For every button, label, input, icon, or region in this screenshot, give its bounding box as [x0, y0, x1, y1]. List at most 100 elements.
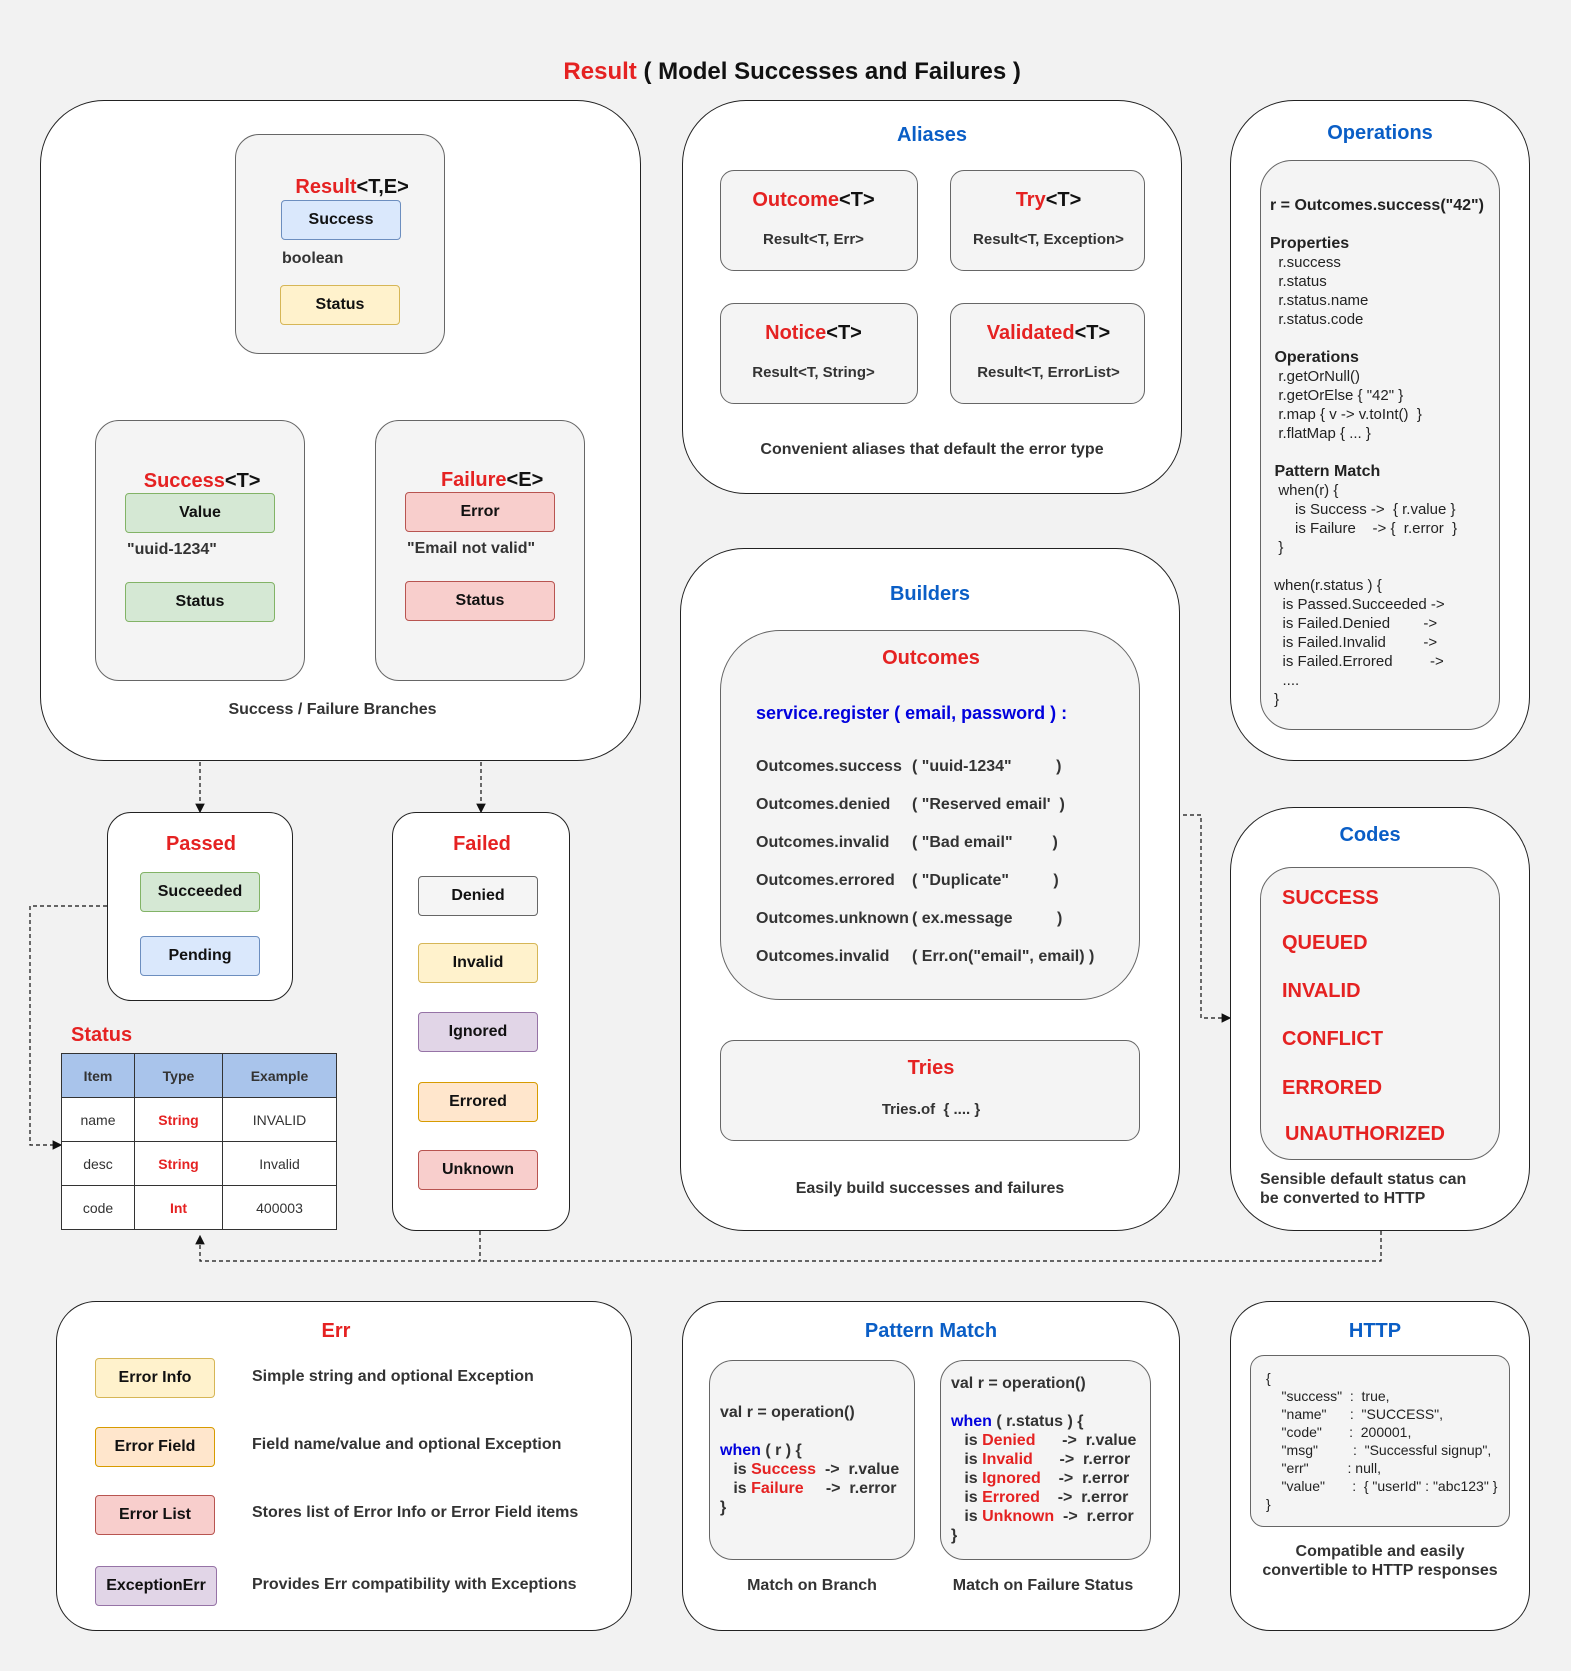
codes-to-status-table [480, 1231, 1382, 1262]
outcomes-call-fn: Outcomes.denied [756, 796, 891, 813]
match-case-prefix: is [720, 1461, 752, 1478]
outcomes-call-fn: Outcomes.invalid [756, 948, 890, 965]
err-title: Err [321, 1320, 351, 1342]
match-case: is Failure -> r.error [720, 1479, 899, 1498]
passed-title: Passed [165, 833, 237, 855]
operations-code-line: Pattern Match [1270, 463, 1381, 480]
table-row: name String INVALID [61, 1097, 337, 1142]
operations-code-line: when(r) { [1270, 482, 1339, 499]
alias-validated-box: Validated<T> Result<T, ErrorList> [950, 303, 1145, 404]
http-json-line: "code" : 200001, [1266, 1424, 1412, 1440]
match-case: is Ignored -> r.error [951, 1469, 1136, 1488]
tries-box: Tries Tries.of { .... } [720, 1040, 1140, 1141]
outcomes-call-arg: ( ex.message ) [912, 910, 1063, 927]
codes-caption-2: be converted to HTTP [1260, 1190, 1426, 1207]
match-when-subject: ( r ) { [760, 1442, 802, 1459]
match-case: is Errored -> r.error [951, 1488, 1136, 1507]
http-json-line: "err" : null, [1266, 1460, 1381, 1476]
match-case-result: -> r.error [1039, 1489, 1129, 1506]
match-branch-caption: Match on Branch [747, 1577, 877, 1594]
match-status-code: val r = operation() when ( r.status ) { … [951, 1374, 1136, 1545]
operations-title: Operations [1327, 122, 1433, 144]
http-title: HTTP [1348, 1320, 1402, 1342]
match-case-prefix: is [720, 1480, 752, 1497]
outcomes-call-arg: ( "uuid-1234" ) [912, 758, 1062, 775]
outcomes-call-arg: ( Err.on("email", email) ) [912, 948, 1095, 965]
operations-code-line: is Success -> { r.value } [1270, 501, 1456, 518]
http-json-line: } [1266, 1496, 1271, 1512]
outcomes-call-row: Outcomes.invalid ( Err.on("email", email)… [756, 948, 1094, 986]
success-field: Success [281, 200, 401, 240]
outcomes-call-row: Outcomes.denied ( "Reserved email' ) [756, 796, 1094, 834]
operations-code-line: is Passed.Succeeded -> [1270, 596, 1445, 613]
match-case-prefix: is [951, 1451, 983, 1468]
code-item: SUCCESS [1282, 887, 1379, 909]
operations-code-line: is Failed.Denied -> [1270, 615, 1438, 632]
aliases-panel [682, 100, 1182, 494]
match-case: is Success -> r.value [720, 1460, 899, 1479]
match-case-result: -> r.error [1040, 1470, 1130, 1487]
builders-title: Builders [889, 583, 971, 605]
operations-code-line: r.status.code [1270, 311, 1364, 328]
outcomes-call-fn: Outcomes.invalid [756, 834, 890, 851]
code-item: UNAUTHORIZED [1285, 1123, 1445, 1145]
outcomes-signature: service.register ( email, password ) : [756, 703, 1068, 723]
match-case-result: -> r.error [803, 1480, 897, 1497]
match-spacer [720, 1422, 899, 1441]
match-case-name: Errored [982, 1489, 1040, 1506]
operations-code-box [1260, 160, 1500, 730]
failed-item-ignored: Ignored [418, 1012, 538, 1052]
match-case-name: Ignored [982, 1470, 1041, 1487]
operations-code-line [1270, 443, 1484, 462]
match-case-name: Invalid [982, 1451, 1033, 1468]
match-case-prefix: is [951, 1470, 983, 1487]
outcomes-call-row: Outcomes.success( "uuid-1234" ) [756, 758, 1094, 796]
failure-branch-box: Failure<E> [375, 420, 585, 681]
operations-code-line [1270, 215, 1484, 234]
http-json-line: "msg" : "Successful signup", [1266, 1442, 1492, 1458]
operations-code-line: r.getOrElse { "42" } [1270, 387, 1404, 404]
success-branch-box: Success<T> [95, 420, 305, 681]
err-item-error-info: Error Info [95, 1358, 215, 1398]
value-example: "uuid-1234" [127, 541, 217, 558]
operations-code-line: r = Outcomes.success("42") [1270, 197, 1484, 214]
outcomes-call-arg: ( "Duplicate" ) [912, 872, 1059, 889]
operations-code-line [1270, 329, 1484, 348]
table-row: desc String Invalid [61, 1141, 337, 1186]
failed-to-status-table [195, 1231, 481, 1262]
match-branch-box [709, 1360, 915, 1560]
operations-code-line: .... [1270, 672, 1300, 689]
result-type-label: Result<T,E> [295, 176, 409, 198]
boolean-label: boolean [282, 250, 344, 267]
page-title: Result ( Model Successes and Failures ) [563, 58, 1021, 85]
outcomes-call-row: Outcomes.invalid( "Bad email" ) [756, 834, 1094, 872]
status-table-header: Type [134, 1053, 223, 1098]
operations-code-line: r.flatMap { ... } [1270, 425, 1371, 442]
alias-notice-box: Notice<T> Result<T, String> [720, 303, 918, 404]
outcomes-call-fn: Outcomes.errored [756, 872, 895, 889]
match-case-result: -> r.error [1054, 1508, 1134, 1525]
match-close: } [951, 1527, 958, 1544]
code-item: ERRORED [1282, 1077, 1383, 1099]
success-type-label: Success<T> [143, 470, 261, 492]
operations-code-line: r.map { v -> v.toInt() } [1270, 406, 1422, 423]
match-case-result: -> r.value [1035, 1432, 1137, 1449]
operations-code-line: Properties [1270, 235, 1350, 252]
operations-code-line: is Failed.Errored -> [1270, 653, 1444, 670]
status-table-header: Item [61, 1053, 135, 1098]
operations-code-line: r.success [1270, 254, 1341, 271]
outcomes-call-arg: ( "Reserved email' ) [912, 796, 1065, 813]
failed-title: Failed [453, 833, 511, 855]
value-field: Value [125, 493, 275, 533]
match-when-line: when ( r.status ) { [951, 1412, 1136, 1431]
outcomes-call-row: Outcomes.errored ( "Duplicate" ) [756, 872, 1094, 910]
http-json-line: "value" : { "userId" : "abc123" } [1266, 1478, 1498, 1494]
match-when-keyword: when [951, 1413, 992, 1430]
tries-title: Tries [907, 1057, 955, 1079]
match-case-result: -> r.error [1032, 1451, 1131, 1468]
result-panel-caption: Success / Failure Branches [228, 701, 437, 718]
match-case: is Unknown -> r.error [951, 1507, 1136, 1526]
failed-item-denied: Denied [418, 876, 538, 916]
error-field: Error [405, 492, 555, 532]
match-case-prefix: is [951, 1489, 983, 1506]
